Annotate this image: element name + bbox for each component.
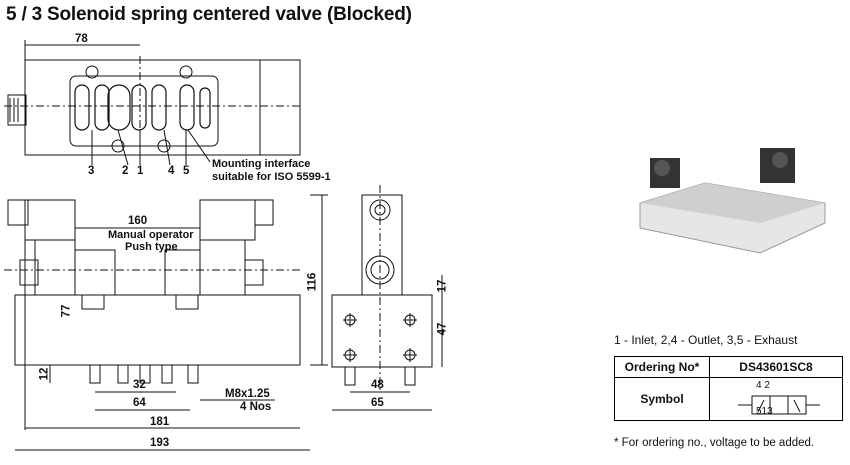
port-legend: 1 - Inlet, 2,4 - Outlet, 3,5 - Exhaust [614, 333, 798, 347]
dim-17: 17 [436, 279, 449, 293]
dim-47: 47 [436, 322, 449, 336]
thread-qty: 4 Nos [240, 401, 272, 413]
dim-78: 78 [75, 33, 88, 45]
dim-48: 48 [371, 379, 384, 391]
ordering-number: DS43601SC8 [709, 356, 843, 378]
footnote: * For ordering no., voltage to be added. [614, 437, 815, 449]
dim-193: 193 [150, 437, 170, 449]
port-3: 3 [88, 165, 95, 177]
dim-116: 116 [306, 272, 319, 292]
page-title: 5 / 3 Solenoid spring centered valve (Bl… [6, 4, 412, 25]
port-4: 4 [168, 165, 175, 177]
push-type-label: Push type [125, 241, 178, 253]
symbol-label: Symbol [614, 377, 710, 421]
port-2: 2 [122, 165, 129, 177]
ordering-table: Ordering No* DS43601SC8 Symbol 4 2 513 [614, 356, 843, 421]
interface-note-1: Mounting interface [212, 158, 311, 170]
dim-64: 64 [133, 397, 146, 409]
dim-181: 181 [150, 416, 170, 428]
front-view [4, 194, 328, 451]
thread-spec: M8x1.25 [225, 388, 270, 400]
dim-32: 32 [133, 379, 146, 391]
dim-12: 12 [38, 367, 51, 381]
symbol-bottom-ports: 513 [756, 406, 773, 417]
side-view [331, 185, 443, 411]
dim-77: 77 [60, 304, 73, 318]
product-photo [639, 148, 826, 254]
top-view [4, 40, 301, 166]
dim-160: 160 [128, 215, 148, 227]
symbol-top-ports: 4 2 [756, 380, 770, 391]
manual-operator-label: Manual operator [108, 229, 194, 241]
ordering-header: Ordering No* [614, 356, 710, 378]
dim-65: 65 [371, 397, 384, 409]
interface-note-2: suitable for ISO 5599-1 [212, 171, 331, 183]
symbol-cell: 4 2 513 [709, 377, 843, 421]
port-5: 5 [183, 165, 190, 177]
port-1: 1 [137, 165, 144, 177]
